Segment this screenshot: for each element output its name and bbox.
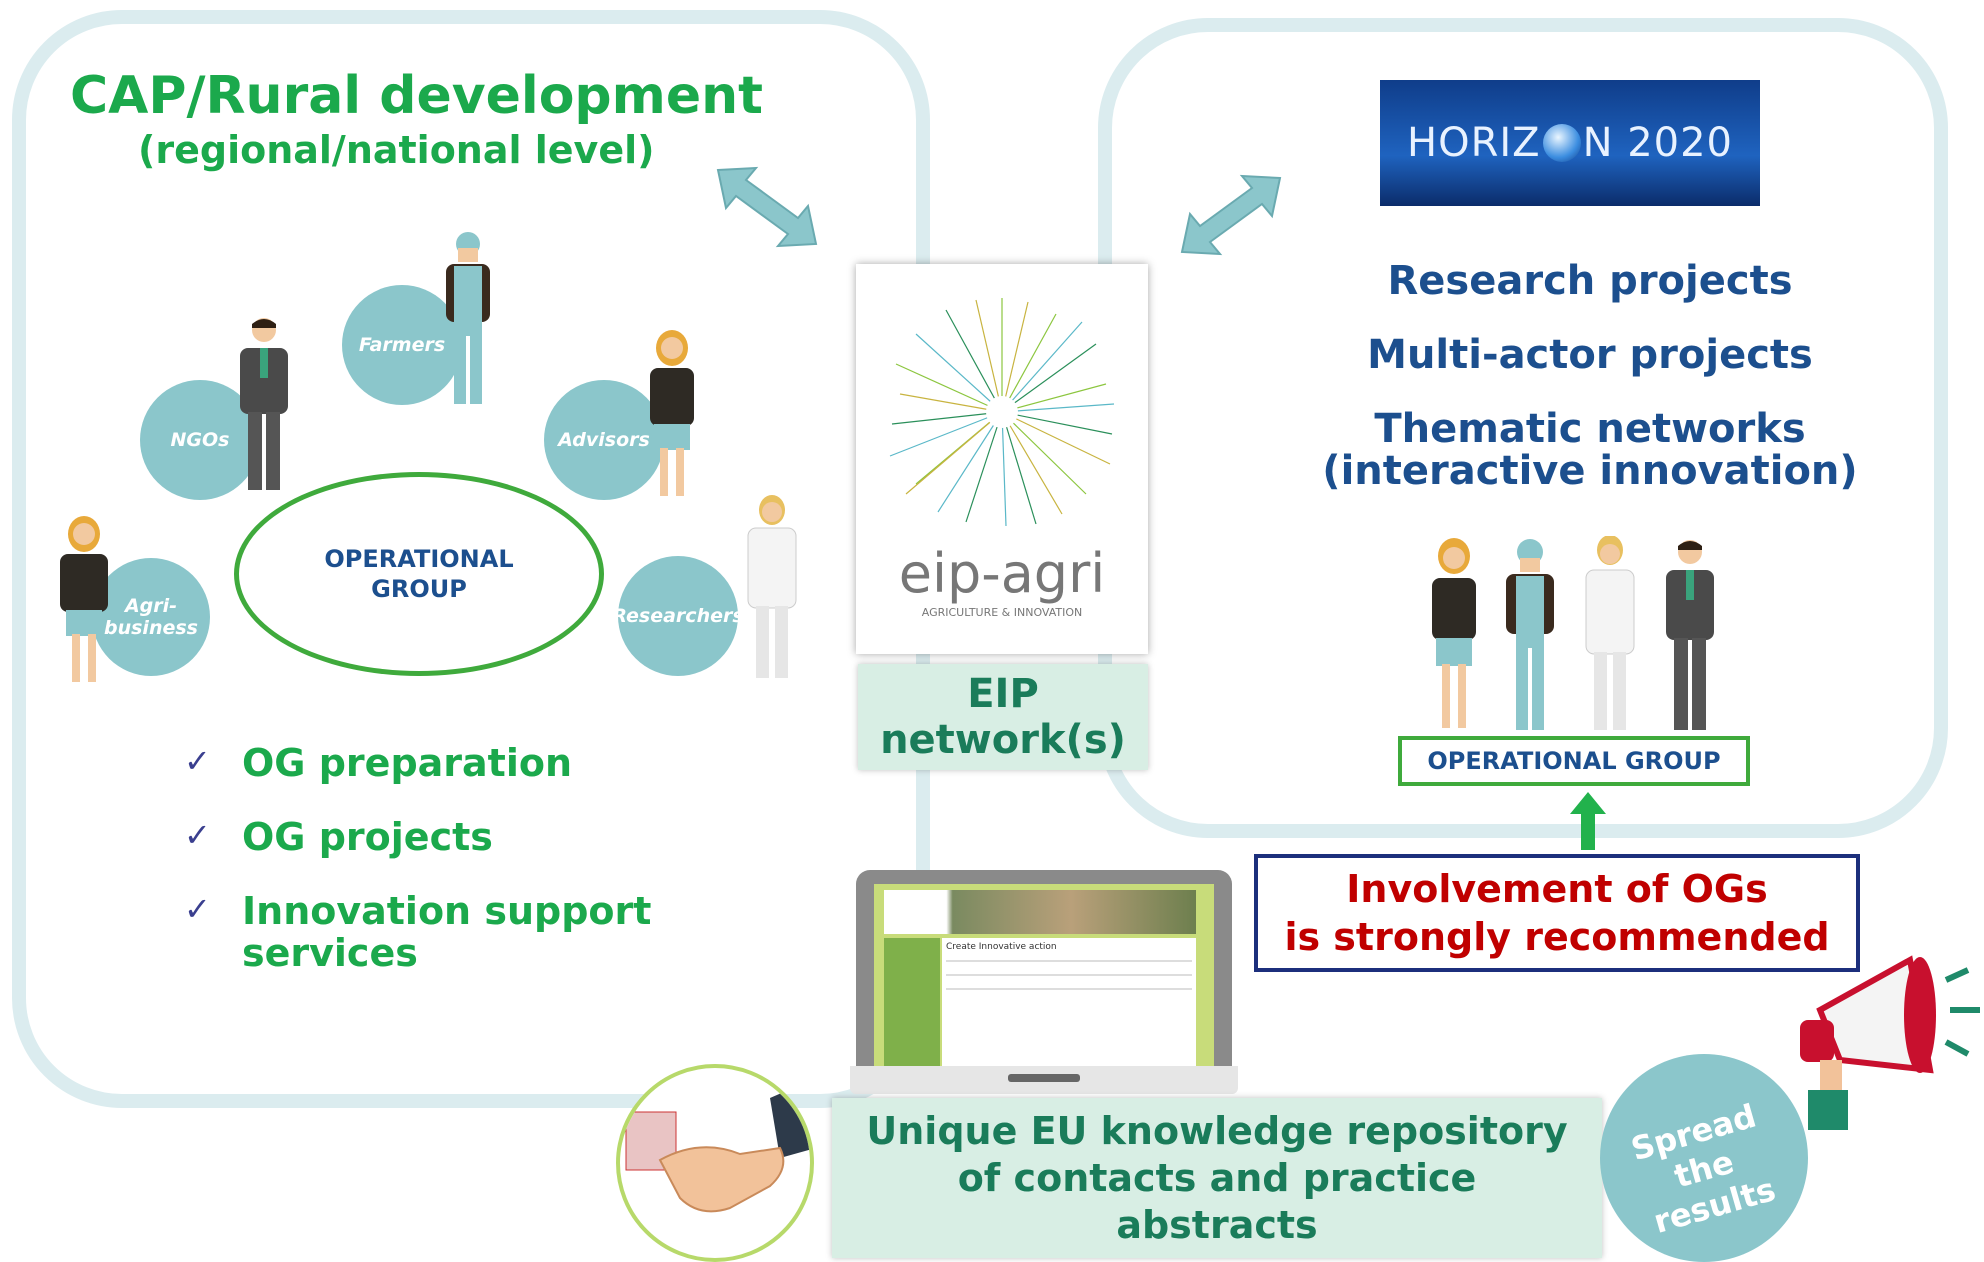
multi-actor-projects-text: Multi-actor projects	[1367, 332, 1813, 378]
ngo-person-icon	[240, 318, 288, 490]
laptop-content: Create Innovative action	[942, 938, 1196, 1066]
right-double-arrow-icon	[1180, 174, 1282, 256]
og-oval-line1: OPERATIONAL	[324, 545, 514, 573]
checkmark-icon: ✓	[184, 742, 211, 780]
laptop-display: Create Innovative action	[874, 884, 1214, 1066]
cap-subtitle: (regional/national level)	[138, 128, 655, 172]
farmers-circle: Farmers	[342, 285, 462, 405]
horizon-logo-part1: HORIZ	[1407, 120, 1541, 166]
laptop-screen: Create Innovative action	[856, 870, 1232, 1066]
cap-title: CAP/Rural development	[70, 66, 763, 126]
researchers-circle: Researchers	[612, 556, 744, 676]
og-oval-line2: GROUP	[371, 575, 467, 603]
horizon-logo-part2: N 2020	[1582, 120, 1733, 166]
repository-line3: abstracts	[1116, 1202, 1318, 1247]
research-projects-text: Research projects	[1387, 258, 1793, 304]
agribusiness-label-line2: business	[104, 617, 198, 639]
laptop-header-banner	[884, 890, 1196, 934]
og-group-people-icon	[1432, 536, 1714, 730]
involvement-box: Involvement of OGs is strongly recommend…	[1254, 854, 1860, 972]
spread-text: Spread the results	[1602, 1089, 1806, 1248]
involvement-line2: is strongly recommended	[1284, 915, 1830, 959]
farmer-person-icon	[446, 232, 490, 404]
repository-line1: Unique EU knowledge repository	[866, 1108, 1568, 1153]
interactive-innovation-text: (interactive innovation)	[1322, 448, 1858, 494]
researcher-person-icon	[747, 495, 797, 678]
eip-agri-logo-text: eip-agri	[898, 542, 1106, 605]
left-double-arrow-icon	[716, 166, 818, 248]
laptop-form-lines-2	[946, 974, 1192, 976]
up-arrow-icon	[1570, 792, 1606, 850]
eip-network-line2: network(s)	[880, 717, 1126, 763]
globe-icon	[1542, 124, 1581, 162]
farmers-label: Farmers	[358, 334, 446, 356]
megaphone-icon	[1800, 955, 1980, 1130]
agribusiness-label-line1: Agri-	[124, 595, 178, 617]
researchers-label: Researchers	[612, 605, 744, 627]
laptop-page-title: Create Innovative action	[946, 942, 1057, 952]
involvement-line1: Involvement of OGs	[1346, 867, 1768, 911]
advisors-label: Advisors	[558, 429, 650, 451]
checkmark-icon: ✓	[184, 890, 211, 928]
eip-network-line1: EIP	[967, 671, 1039, 717]
agribusiness-circle: Agri-business	[92, 558, 210, 676]
handshake-circle	[616, 1064, 814, 1262]
checklist-item-og-projects: ✓ OG projects	[184, 816, 493, 858]
spread-results-circle: Spread the results	[1600, 1054, 1808, 1262]
laptop-sidebar	[884, 938, 940, 1066]
eip-network-box: EIP network(s)	[858, 664, 1148, 770]
ngos-label: NGOs	[170, 429, 230, 451]
checklist-text: OG preparation	[242, 741, 573, 785]
eip-agri-burst-icon	[889, 298, 1115, 527]
horizon-2020-logo: HORIZ N 2020	[1380, 80, 1760, 206]
repository-line2: of contacts and practice	[957, 1155, 1477, 1200]
repository-box: Unique EU knowledge repository of contac…	[832, 1098, 1602, 1258]
checkmark-icon: ✓	[184, 816, 211, 854]
operational-group-oval: OPERATIONAL GROUP	[234, 472, 604, 676]
agribusiness-person-icon	[60, 516, 108, 682]
laptop-base-notch	[1008, 1074, 1080, 1082]
checklist-item-og-preparation: ✓ OG preparation	[184, 742, 572, 784]
advisors-circle: Advisors	[544, 380, 664, 500]
handshake-icon	[625, 1080, 810, 1213]
eip-agri-logo-card: eip-agri AGRICULTURE & INNOVATION	[856, 264, 1148, 654]
laptop-form-lines-3	[946, 988, 1192, 990]
checklist-item-innovation-support: ✓ Innovation support services	[184, 890, 682, 974]
advisor-person-icon	[650, 330, 694, 496]
laptop-base	[850, 1066, 1238, 1094]
thematic-networks-text: Thematic networks	[1374, 406, 1806, 452]
checklist-text: Innovation support services	[242, 889, 652, 975]
laptop-form-lines	[946, 960, 1192, 962]
checklist-text: OG projects	[242, 815, 493, 859]
operational-group-box: OPERATIONAL GROUP	[1398, 736, 1750, 786]
eip-agri-logo-tagline: AGRICULTURE & INNOVATION	[921, 606, 1083, 619]
